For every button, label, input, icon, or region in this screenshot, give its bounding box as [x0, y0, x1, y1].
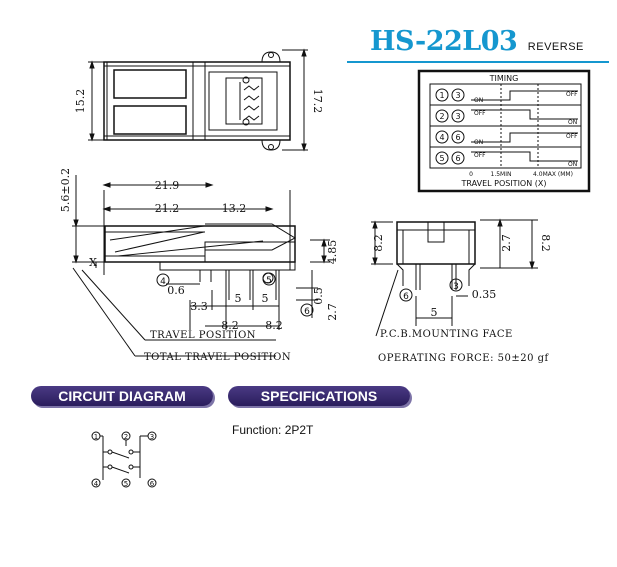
pin-6-label: 6 [304, 307, 310, 317]
title-underline [347, 61, 609, 63]
dim-lead-len: 2.7 [326, 303, 339, 321]
timing-row1-start: ON [474, 97, 483, 104]
timing-row4-pin-b: 6 [455, 154, 460, 163]
circuit-pin-4-icon [91, 478, 101, 488]
dim-8-2-b: 8.2 [265, 319, 283, 332]
variant-label: REVERSE [527, 41, 584, 53]
travel-position-label: TRAVEL POSITION [150, 330, 256, 341]
dim-5-b: 5 [262, 292, 269, 305]
timing-row2-start: OFF [474, 110, 486, 117]
circuit-pin-5-label: 5 [124, 480, 128, 488]
timing-row2-pin-a: 2 [439, 112, 444, 121]
timing-title: TIMING [489, 74, 519, 83]
pin-3-front-label: 3 [453, 282, 459, 292]
timing-scale-zero: 0 [469, 171, 473, 178]
dim-x-label: X [89, 256, 97, 269]
timing-pin-4-icon [435, 130, 449, 144]
circuit-pin-2-label: 2 [124, 433, 128, 441]
dim-front-lead: 2.7 [500, 234, 513, 252]
timing-pin-5-icon [435, 151, 449, 165]
timing-row2-end: ON [568, 119, 577, 126]
timing-pin-3b-icon [451, 109, 465, 123]
circuit-pin-3-label: 3 [150, 433, 154, 441]
timing-row3-start: ON [474, 139, 483, 146]
timing-row1-pin-b: 3 [455, 91, 460, 100]
dim-0-6: 0.6 [167, 284, 185, 297]
circuit-diagram [91, 431, 157, 488]
timing-pin-6-icon [451, 130, 465, 144]
model-number: HS-22L03 [370, 26, 518, 57]
dim-top-height: 15.2 [74, 89, 87, 114]
specifications-heading: SPECIFICATIONS [228, 386, 410, 406]
dim-h-right: 4.85 [326, 240, 339, 265]
pin-4-label: 4 [160, 277, 166, 287]
timing-row4-end: ON [568, 161, 577, 168]
dim-overall-length: 21.9 [155, 179, 180, 192]
dim-front-height: 8.2 [372, 234, 385, 252]
dim-8-2-a: 8.2 [221, 319, 239, 332]
circuit-pin-6-label: 6 [150, 480, 155, 488]
timing-pin-2-icon [435, 109, 449, 123]
timing-row1-end: OFF [566, 91, 578, 98]
operating-force-label: OPERATING FORCE: 50±20 gf [378, 353, 550, 364]
dim-3-3: 3.3 [190, 300, 208, 313]
timing-chart [417, 69, 591, 193]
dim-front-width: 0.35 [472, 288, 497, 301]
timing-pin-3-icon [451, 88, 465, 102]
timing-axis-label: TRAVEL POSITION (X) [461, 179, 547, 188]
dim-body-right: 13.2 [222, 202, 247, 215]
circuit-pin-4-label: 4 [94, 480, 99, 488]
dim-front-height-2: 8.2 [539, 234, 552, 252]
dim-lead-width: 0.5 [312, 287, 325, 305]
pcb-face-label: P.C.B.MOUNTING FACE [380, 329, 513, 340]
pin-6-front-label: 6 [403, 292, 409, 302]
circuit-pin-1-label: 1 [94, 433, 98, 441]
dim-side-height: 5.6±0.2 [59, 168, 72, 212]
function-spec: Function: 2P2T [232, 423, 314, 437]
timing-row4-start: OFF [474, 152, 486, 159]
top-view [88, 48, 308, 152]
timing-row3-end: OFF [566, 133, 578, 140]
circuit-diagram-heading: CIRCUIT DIAGRAM [31, 386, 213, 406]
dim-body-length: 21.2 [155, 202, 180, 215]
total-travel-position-label: TOTAL TRAVEL POSITION [144, 352, 291, 363]
dim-front-pitch: 5 [431, 306, 438, 319]
pin-5-label: 5 [266, 276, 272, 286]
circuit-pin-5-icon [121, 478, 131, 488]
front-view [371, 218, 538, 337]
timing-row1-pin-a: 1 [439, 91, 444, 100]
product-title: HS-22L03 REVERSE [370, 26, 584, 57]
timing-row2-pin-b: 3 [455, 112, 460, 121]
side-view [72, 175, 330, 357]
timing-scale-min: 1.5MIN [491, 171, 512, 178]
timing-row3-pin-a: 4 [439, 133, 444, 142]
dim-5-a: 5 [235, 292, 242, 305]
circuit-pin-6-icon [147, 478, 157, 488]
timing-pin-1-icon [435, 88, 449, 102]
timing-scale-max: 4.0MAX (MM) [533, 171, 573, 178]
timing-row3-pin-b: 6 [455, 133, 460, 142]
timing-row4-pin-a: 5 [439, 154, 444, 163]
dim-top-total-height: 17.2 [311, 89, 324, 114]
timing-pin-6b-icon [451, 151, 465, 165]
